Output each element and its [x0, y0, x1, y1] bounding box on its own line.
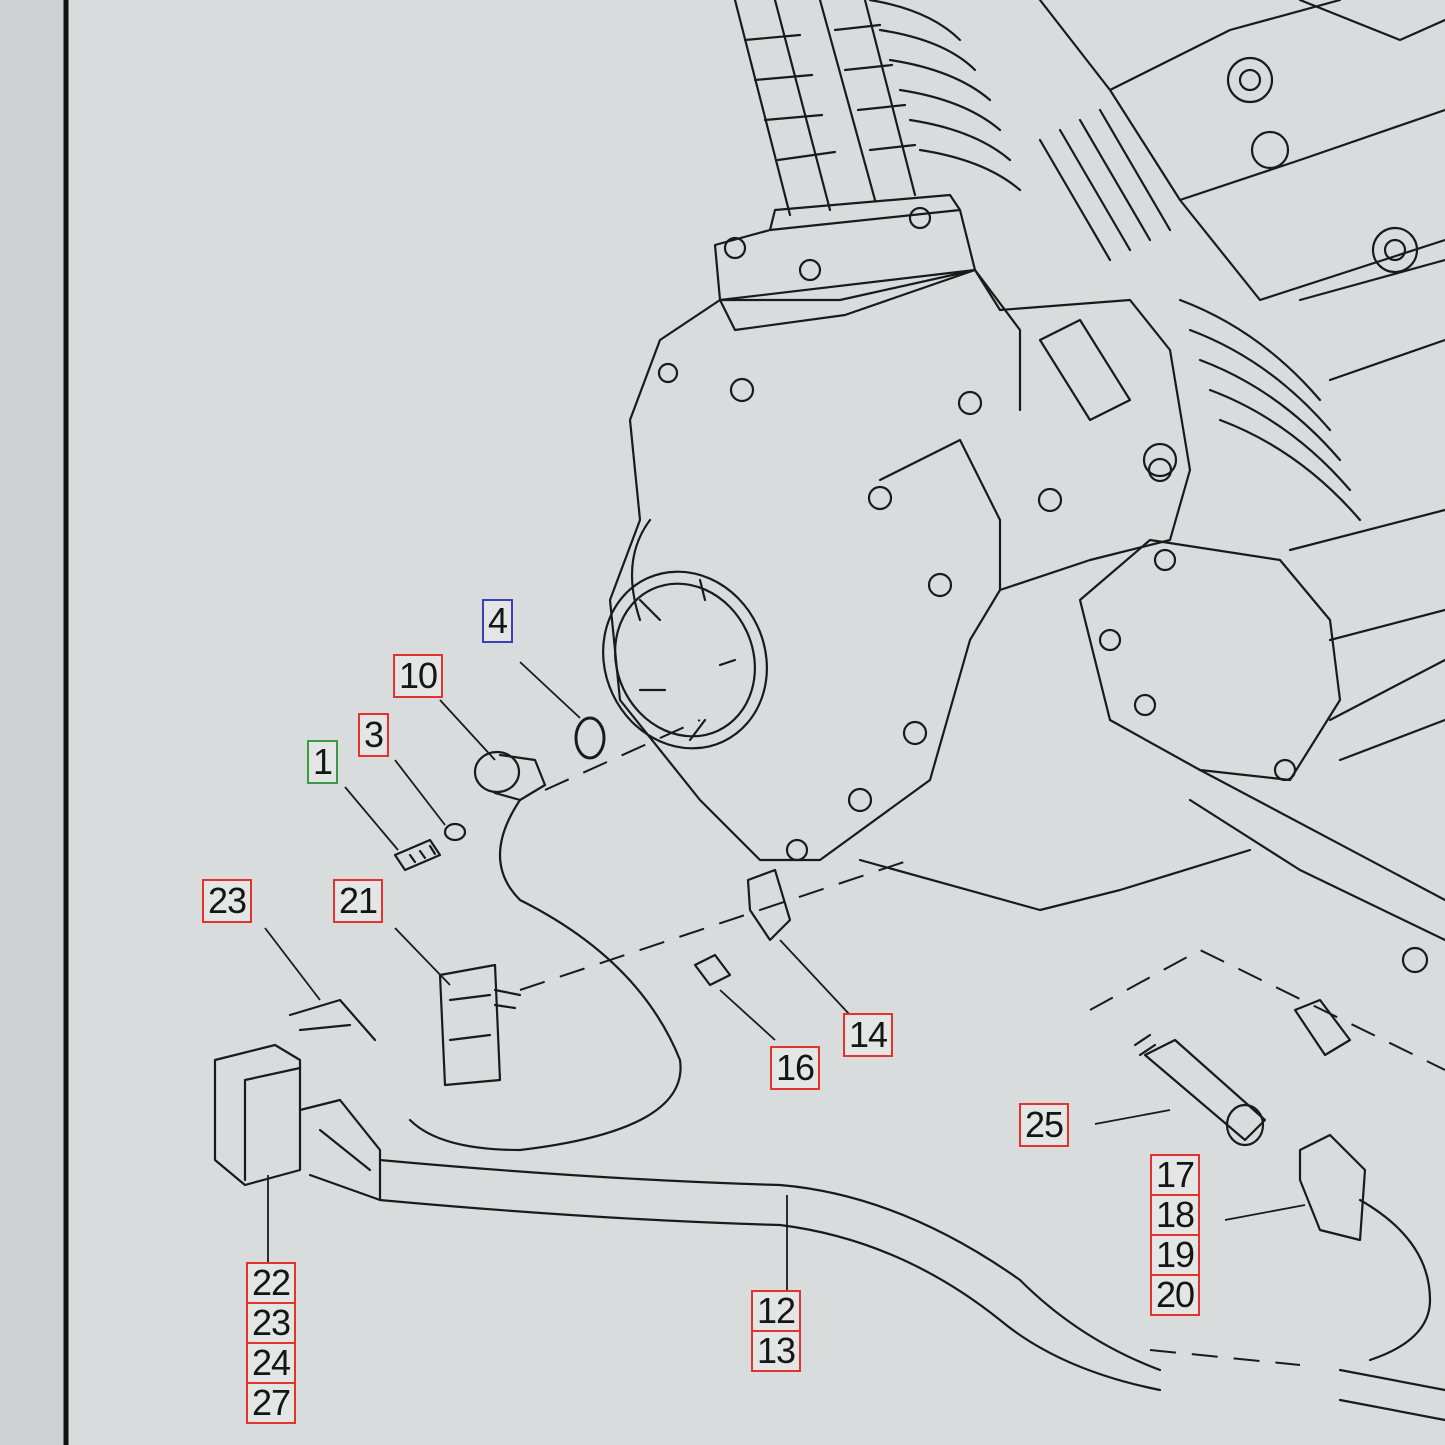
sensor-connector [1298, 1133, 1445, 1422]
timer-cover-hole [602, 570, 768, 750]
callout-25: 25 [1019, 1103, 1070, 1147]
oil-pressure-sensor [1133, 946, 1429, 1147]
callout-23-wire: 23 [202, 879, 253, 923]
callout-stack-17-20: 17 18 19 20 [1150, 1154, 1201, 1316]
callout-21: 21 [333, 879, 384, 923]
assembly-lines [519, 719, 1445, 1366]
callout-1: 1 [307, 740, 339, 784]
callout-16: 16 [770, 1046, 821, 1090]
callout-20: 20 [1156, 1274, 1195, 1315]
harness-clip [438, 963, 522, 1087]
cam-cover [608, 268, 1252, 912]
callout-24: 24 [248, 1344, 295, 1384]
callout-19: 19 [1152, 1236, 1199, 1276]
wire-terminals [288, 998, 377, 1042]
oil-pump [1038, 258, 1445, 942]
callout-27: 27 [252, 1382, 291, 1423]
callout-23-connector: 23 [248, 1304, 295, 1344]
main-connector [213, 1043, 382, 1202]
o-ring [574, 716, 606, 760]
leader-lines [264, 661, 1306, 1290]
callout-4: 4 [482, 599, 514, 643]
screw-and-washer [393, 822, 467, 872]
pushrod-tubes [733, 0, 917, 217]
callout-18: 18 [1152, 1196, 1199, 1236]
callout-stack-22-27: 22 23 24 27 [246, 1262, 297, 1424]
callout-22: 22 [248, 1264, 295, 1304]
main-harness [378, 1158, 1162, 1392]
callout-stack-12-13: 12 13 [751, 1290, 802, 1372]
callout-3: 3 [358, 713, 390, 757]
page-margin [0, 0, 66, 1445]
bracket-and-screw [693, 868, 792, 987]
callout-17: 17 [1152, 1156, 1199, 1196]
callout-12: 12 [753, 1292, 800, 1332]
cam-sensor [408, 750, 682, 1152]
lifter-block [713, 193, 977, 332]
cylinder-fins [868, 0, 1362, 522]
callout-10: 10 [393, 654, 444, 698]
callout-13: 13 [757, 1330, 796, 1371]
callout-14: 14 [843, 1013, 894, 1057]
cylinder-head [1038, 0, 1445, 302]
